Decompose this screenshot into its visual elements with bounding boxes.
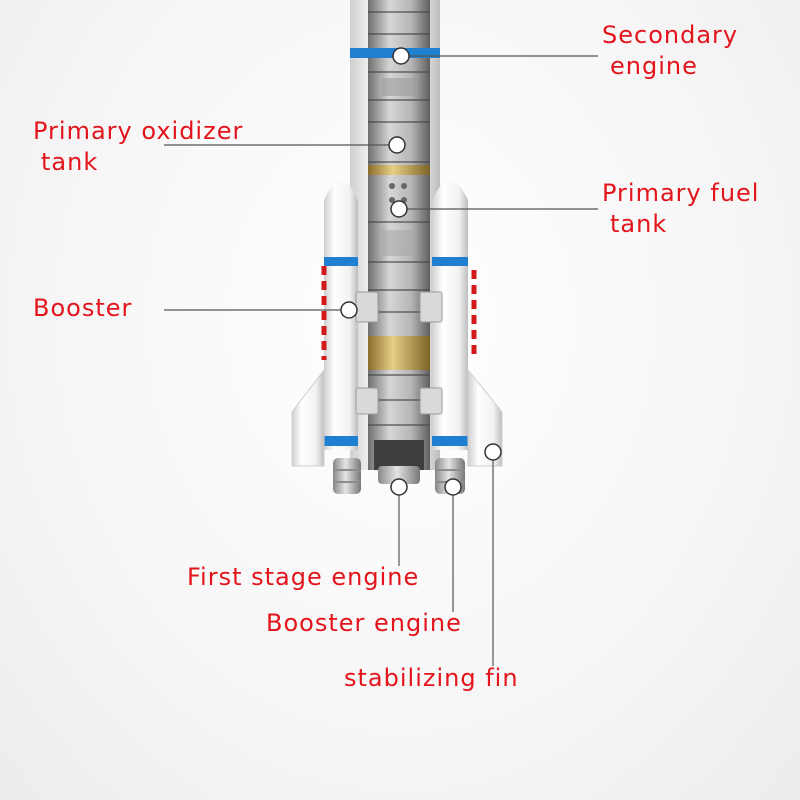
core-stage: [350, 0, 440, 484]
marker-stabilizing-fin: [484, 443, 502, 461]
marker-primary-oxidizer-tank: [388, 136, 406, 154]
marker-booster-engine: [444, 478, 462, 496]
label-first-stage-engine: First stage engine: [187, 563, 420, 591]
marker-first-stage-engine: [390, 478, 408, 496]
label-primary-oxidizer-tank-line2: tank: [41, 148, 99, 176]
callout-markers: [340, 47, 502, 496]
label-secondary-engine-line1: Secondary: [602, 21, 739, 49]
leader-lines: [164, 55, 598, 666]
label-primary-fuel-tank: Primary fuel tank: [602, 178, 759, 240]
label-secondary-engine-line2: engine: [610, 52, 698, 80]
label-booster-engine: Booster engine: [266, 609, 462, 637]
booster-brackets: [355, 291, 443, 415]
label-primary-fuel-tank-line2: tank: [610, 210, 668, 238]
label-primary-oxidizer-tank-line1: Primary oxidizer: [33, 117, 244, 145]
left-booster: [291, 181, 361, 494]
label-stabilizing-fin: stabilizing fin: [344, 664, 519, 692]
marker-secondary-engine: [392, 47, 410, 65]
label-booster: Booster: [33, 294, 133, 322]
label-secondary-engine: Secondary engine: [602, 20, 738, 82]
marker-primary-fuel-tank: [390, 200, 408, 218]
label-primary-oxidizer-tank: Primary oxidizer tank: [33, 116, 243, 178]
label-primary-fuel-tank-line1: Primary fuel: [602, 179, 760, 207]
marker-booster: [340, 301, 358, 319]
